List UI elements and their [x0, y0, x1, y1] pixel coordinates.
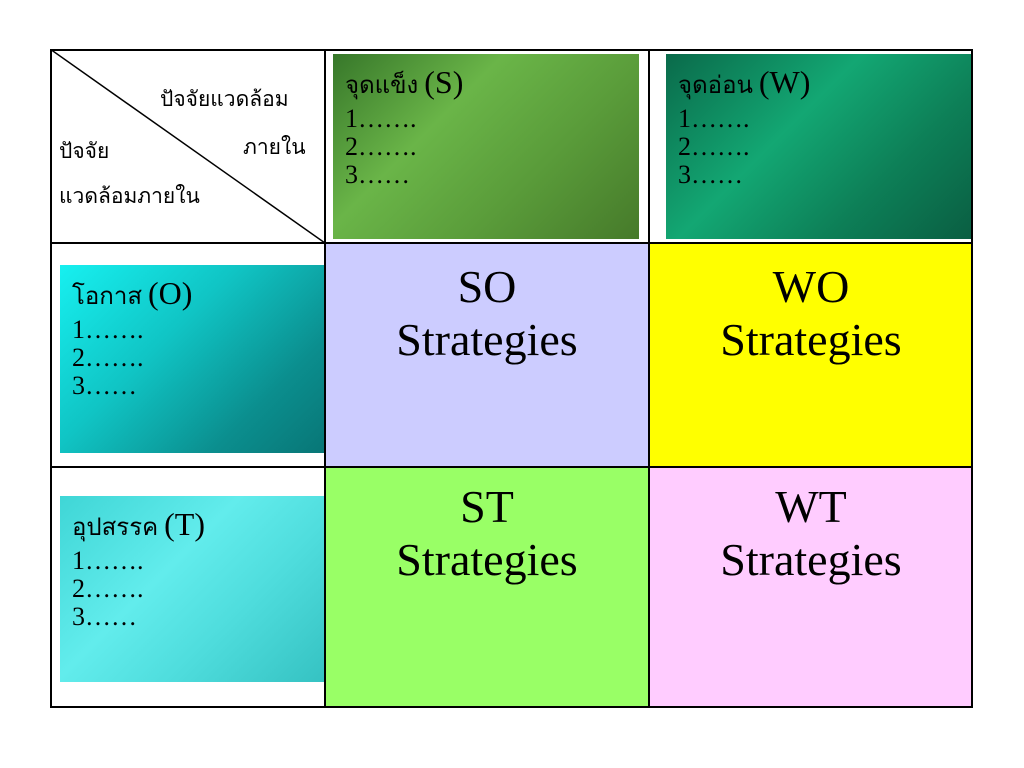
threat-item-2: 2…….	[72, 573, 144, 603]
wt-word: Strategies	[720, 533, 902, 585]
st-strategies-cell: ST Strategies	[325, 467, 649, 708]
weakness-item-3: 3……	[678, 159, 743, 189]
tows-matrix: SO Strategies WO Strategies ST Strategie…	[50, 49, 973, 708]
weakness-item-2: 2…….	[678, 131, 750, 161]
corner-internal-label: ภายใน	[243, 135, 306, 159]
strengths-box: จุดแข็ง (S) 1……. 2……. 3……	[333, 54, 639, 239]
opportunities-box: โอกาส (O) 1……. 2……. 3……	[60, 265, 325, 453]
wo-word: Strategies	[720, 313, 902, 365]
opportunity-item-2: 2…….	[72, 342, 144, 372]
weakness-item-1: 1…….	[678, 103, 750, 133]
weaknesses-box: จุดอ่อน (W) 1……. 2……. 3……	[666, 54, 972, 239]
corner-external-label: ปัจจัยแวดล้อม	[160, 87, 289, 111]
wt-code: WT	[775, 481, 847, 532]
corner-external-label-2: ปัจจัย	[59, 139, 110, 163]
opportunity-item-3: 3……	[72, 370, 137, 400]
corner-row-label: แวดล้อมภายใน	[59, 184, 200, 208]
opportunity-item-1: 1…….	[72, 314, 144, 344]
strength-item-3: 3……	[345, 159, 410, 189]
st-code: ST	[460, 481, 514, 532]
matrix-border-bottom	[50, 706, 973, 708]
matrix-border-top	[50, 49, 973, 51]
strengths-heading: จุดแข็ง (S)	[345, 64, 464, 100]
so-word: Strategies	[396, 313, 578, 365]
strength-item-2: 2…….	[345, 131, 417, 161]
opportunities-heading: โอกาส (O)	[72, 275, 193, 311]
threat-item-3: 3……	[72, 601, 137, 631]
wo-strategies-cell: WO Strategies	[649, 243, 973, 467]
threat-item-1: 1…….	[72, 545, 144, 575]
threats-heading: อุปสรรค (T)	[72, 506, 205, 542]
so-code: SO	[457, 261, 517, 312]
wo-code: WO	[772, 261, 850, 312]
matrix-border-right	[971, 49, 973, 708]
corner-diagonal-line	[50, 49, 325, 243]
matrix-divider-horizontal-1	[50, 242, 973, 244]
so-strategies-cell: SO Strategies	[325, 243, 649, 467]
matrix-divider-horizontal-2	[50, 466, 973, 468]
st-word: Strategies	[396, 533, 578, 585]
matrix-divider-vertical-2	[648, 49, 650, 708]
wt-strategies-cell: WT Strategies	[649, 467, 973, 708]
weaknesses-heading: จุดอ่อน (W)	[678, 64, 811, 100]
matrix-border-left	[50, 49, 52, 708]
threats-box: อุปสรรค (T) 1……. 2……. 3……	[60, 496, 325, 682]
strength-item-1: 1…….	[345, 103, 417, 133]
matrix-divider-vertical-1	[324, 49, 326, 708]
